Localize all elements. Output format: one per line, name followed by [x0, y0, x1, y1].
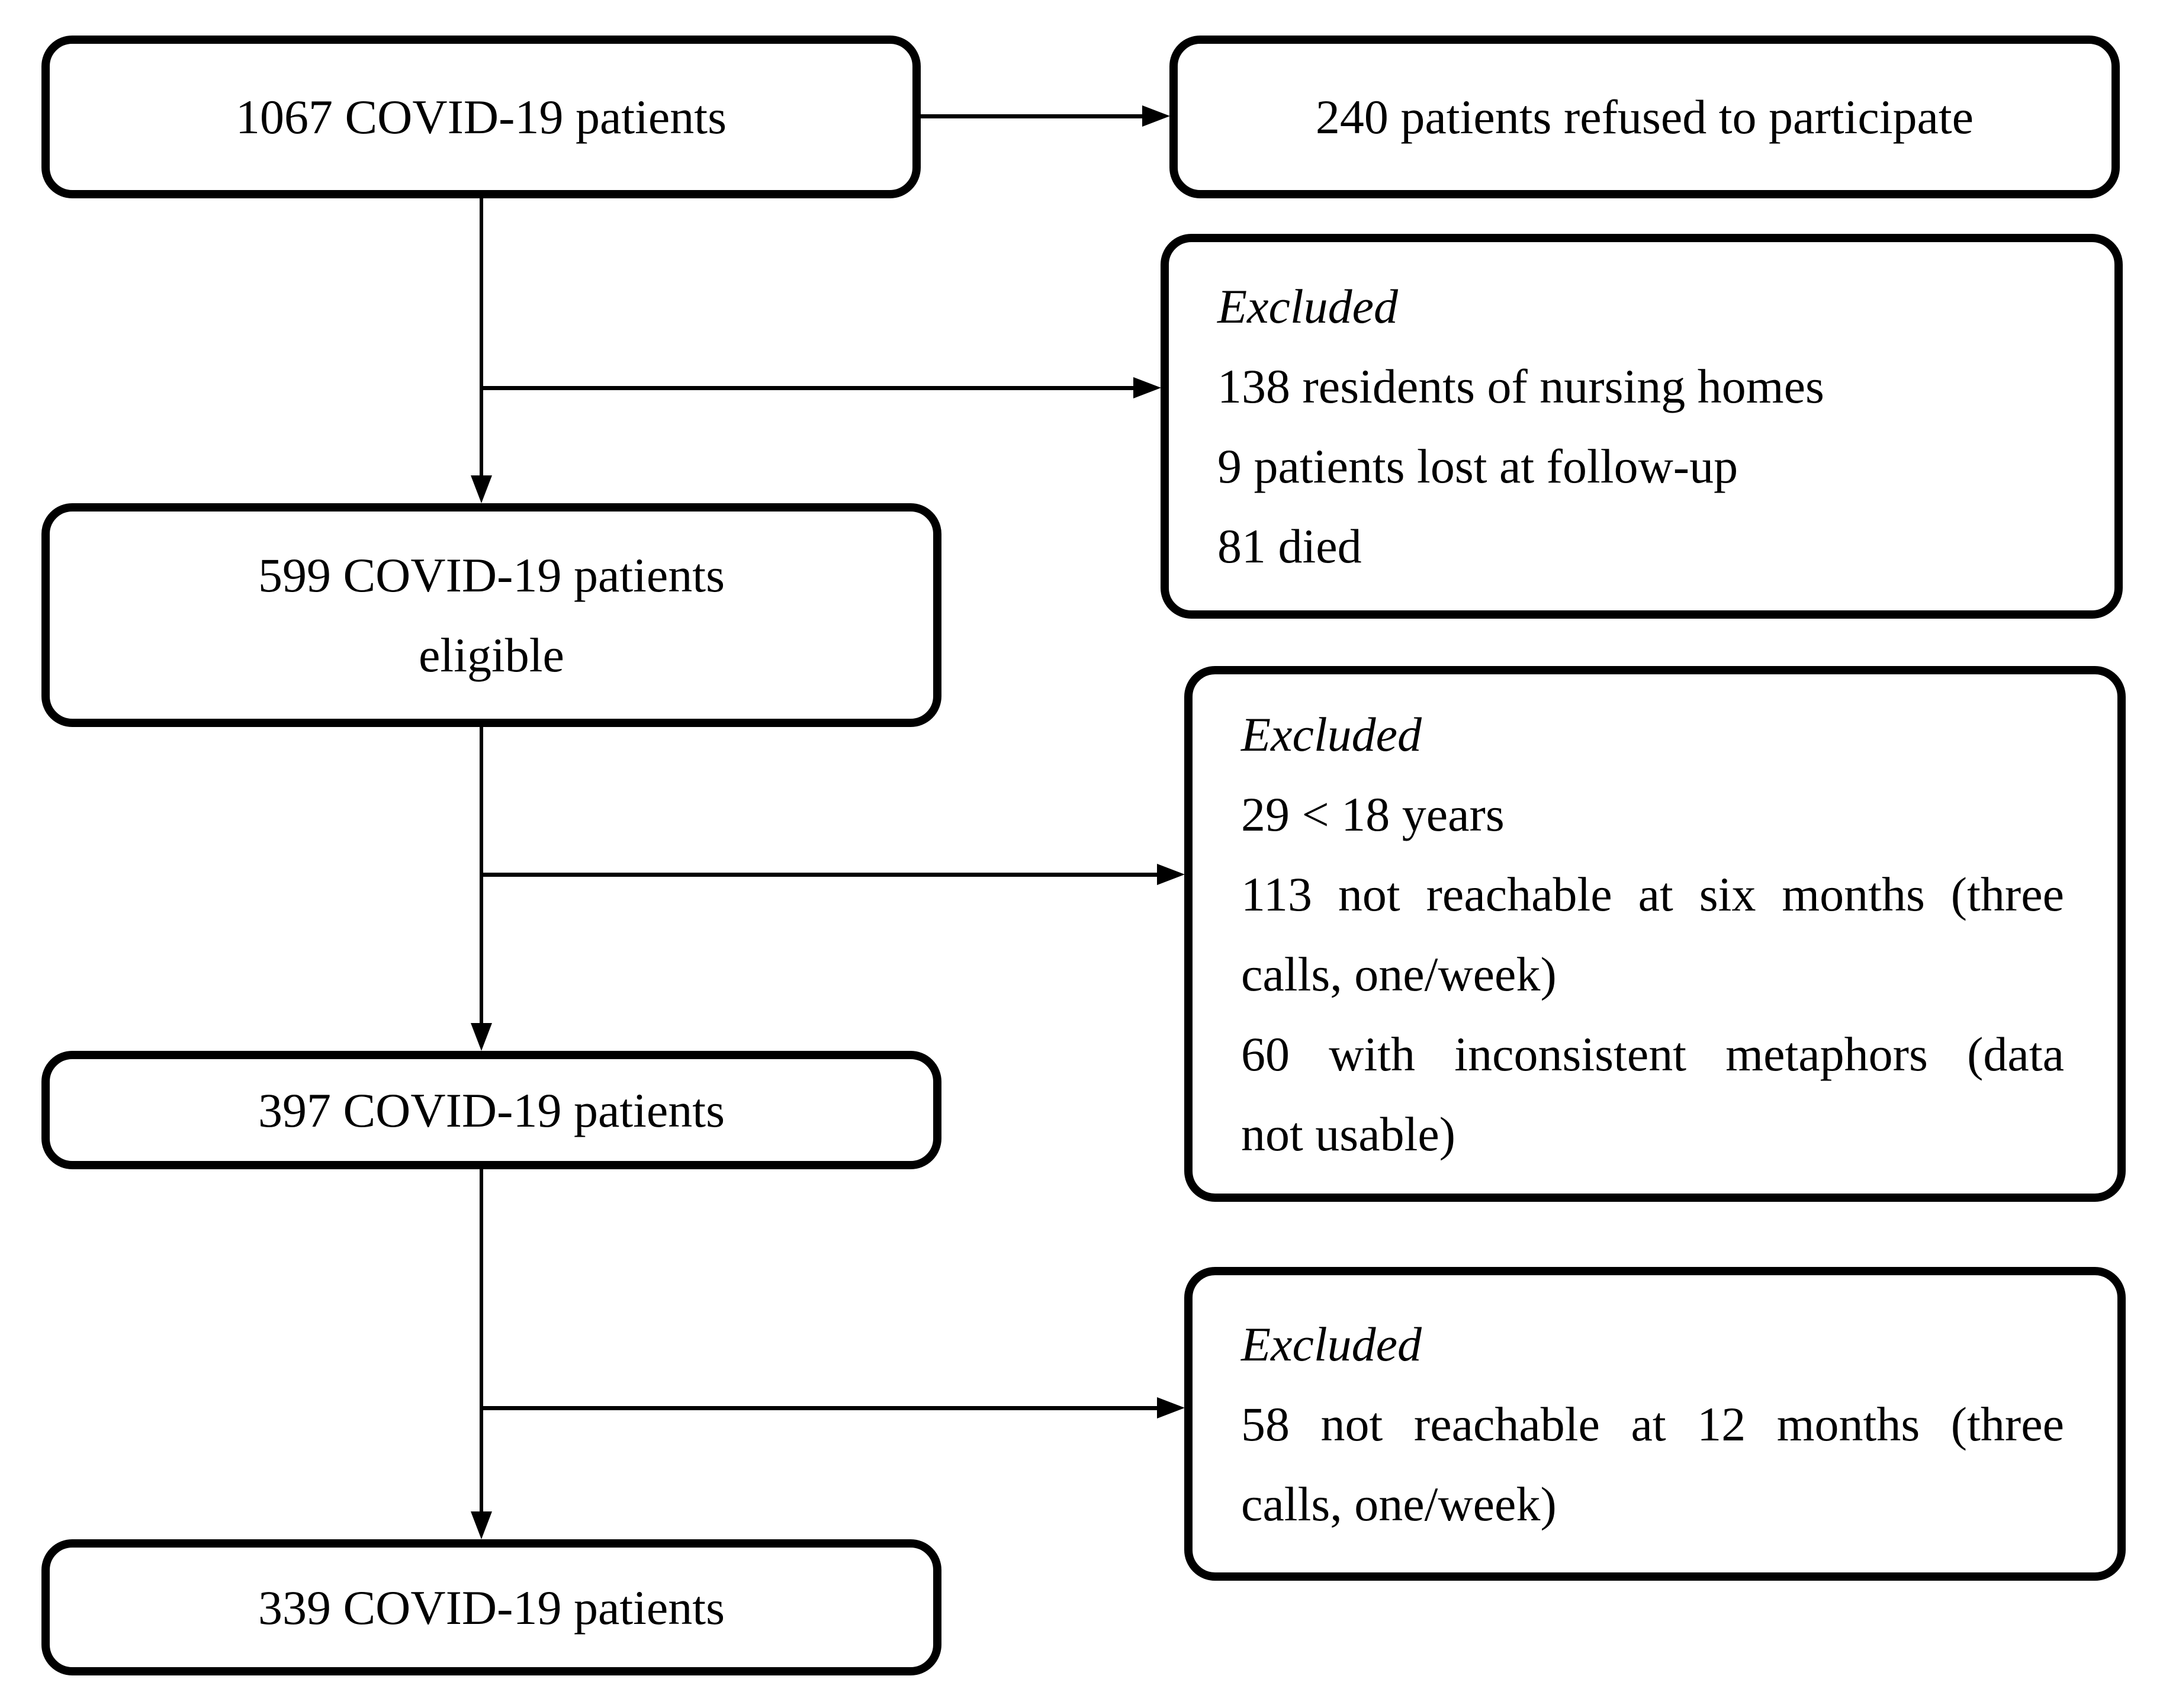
text-line: 58 not reachable at 12 months (three	[1241, 1397, 2064, 1451]
box-excluded-twelve-months: Excluded 58 not reachable at 12 months (…	[1184, 1267, 2126, 1581]
arrowhead-right-icon	[1133, 377, 1161, 398]
box-refused-to-participate: 240 patients refused to participate	[1169, 36, 2120, 198]
connector-branch-excluded-1	[480, 386, 1133, 390]
excluded-header: Excluded	[1241, 707, 1422, 761]
text-line: 599 COVID-19 patients	[258, 548, 725, 602]
arrowhead-down-icon	[471, 1511, 492, 1539]
connector-box1-box4	[480, 198, 483, 480]
box-1067-covid-patients: 1067 COVID-19 patients	[41, 36, 921, 198]
excluded-header: Excluded	[1217, 279, 1399, 333]
arrowhead-down-icon	[471, 1023, 492, 1051]
box-339-covid-patients: 339 COVID-19 patients	[41, 1539, 941, 1675]
text-line: eligible	[419, 628, 564, 682]
excluded-header: Excluded	[1241, 1317, 1422, 1371]
arrowhead-right-icon	[1157, 1397, 1185, 1418]
box-599-covid-patients-eligible: 599 COVID-19 patients eligible	[41, 503, 941, 727]
text-line: 339 COVID-19 patients	[258, 1580, 725, 1635]
text-line: 138 residents of nursing homes	[1217, 359, 1824, 413]
box-397-covid-patients: 397 COVID-19 patients	[41, 1051, 941, 1169]
text-line: 397 COVID-19 patients	[258, 1083, 725, 1137]
text-line: 9 patients lost at follow-up	[1217, 439, 1738, 493]
text-line: not usable)	[1241, 1106, 1456, 1161]
text-line: 29 < 18 years	[1241, 787, 1505, 841]
connector-branch-excluded-3	[480, 1406, 1157, 1410]
text-line: calls, one/week)	[1241, 1477, 1557, 1531]
text-line: 81 died	[1217, 519, 1362, 573]
text-line: 240 patients refused to participate	[1315, 90, 1974, 144]
connector-box6-box8	[480, 1169, 483, 1513]
box-excluded-baseline: Excluded 138 residents of nursing homes …	[1161, 234, 2123, 619]
text-line: calls, one/week)	[1241, 947, 1557, 1001]
arrowhead-right-icon	[1142, 105, 1170, 127]
arrowhead-down-icon	[471, 475, 492, 503]
text-line: 60 with inconsistent metaphors (data	[1241, 1027, 2064, 1081]
box-excluded-six-months: Excluded 29 < 18 years 113 not reachable…	[1184, 666, 2126, 1202]
text-line: 1067 COVID-19 patients	[235, 90, 727, 144]
text-line: 113 not reachable at six months (three	[1241, 867, 2064, 921]
connector-box1-box2	[921, 114, 1142, 118]
arrowhead-right-icon	[1157, 864, 1185, 885]
connector-branch-excluded-2	[480, 873, 1157, 877]
